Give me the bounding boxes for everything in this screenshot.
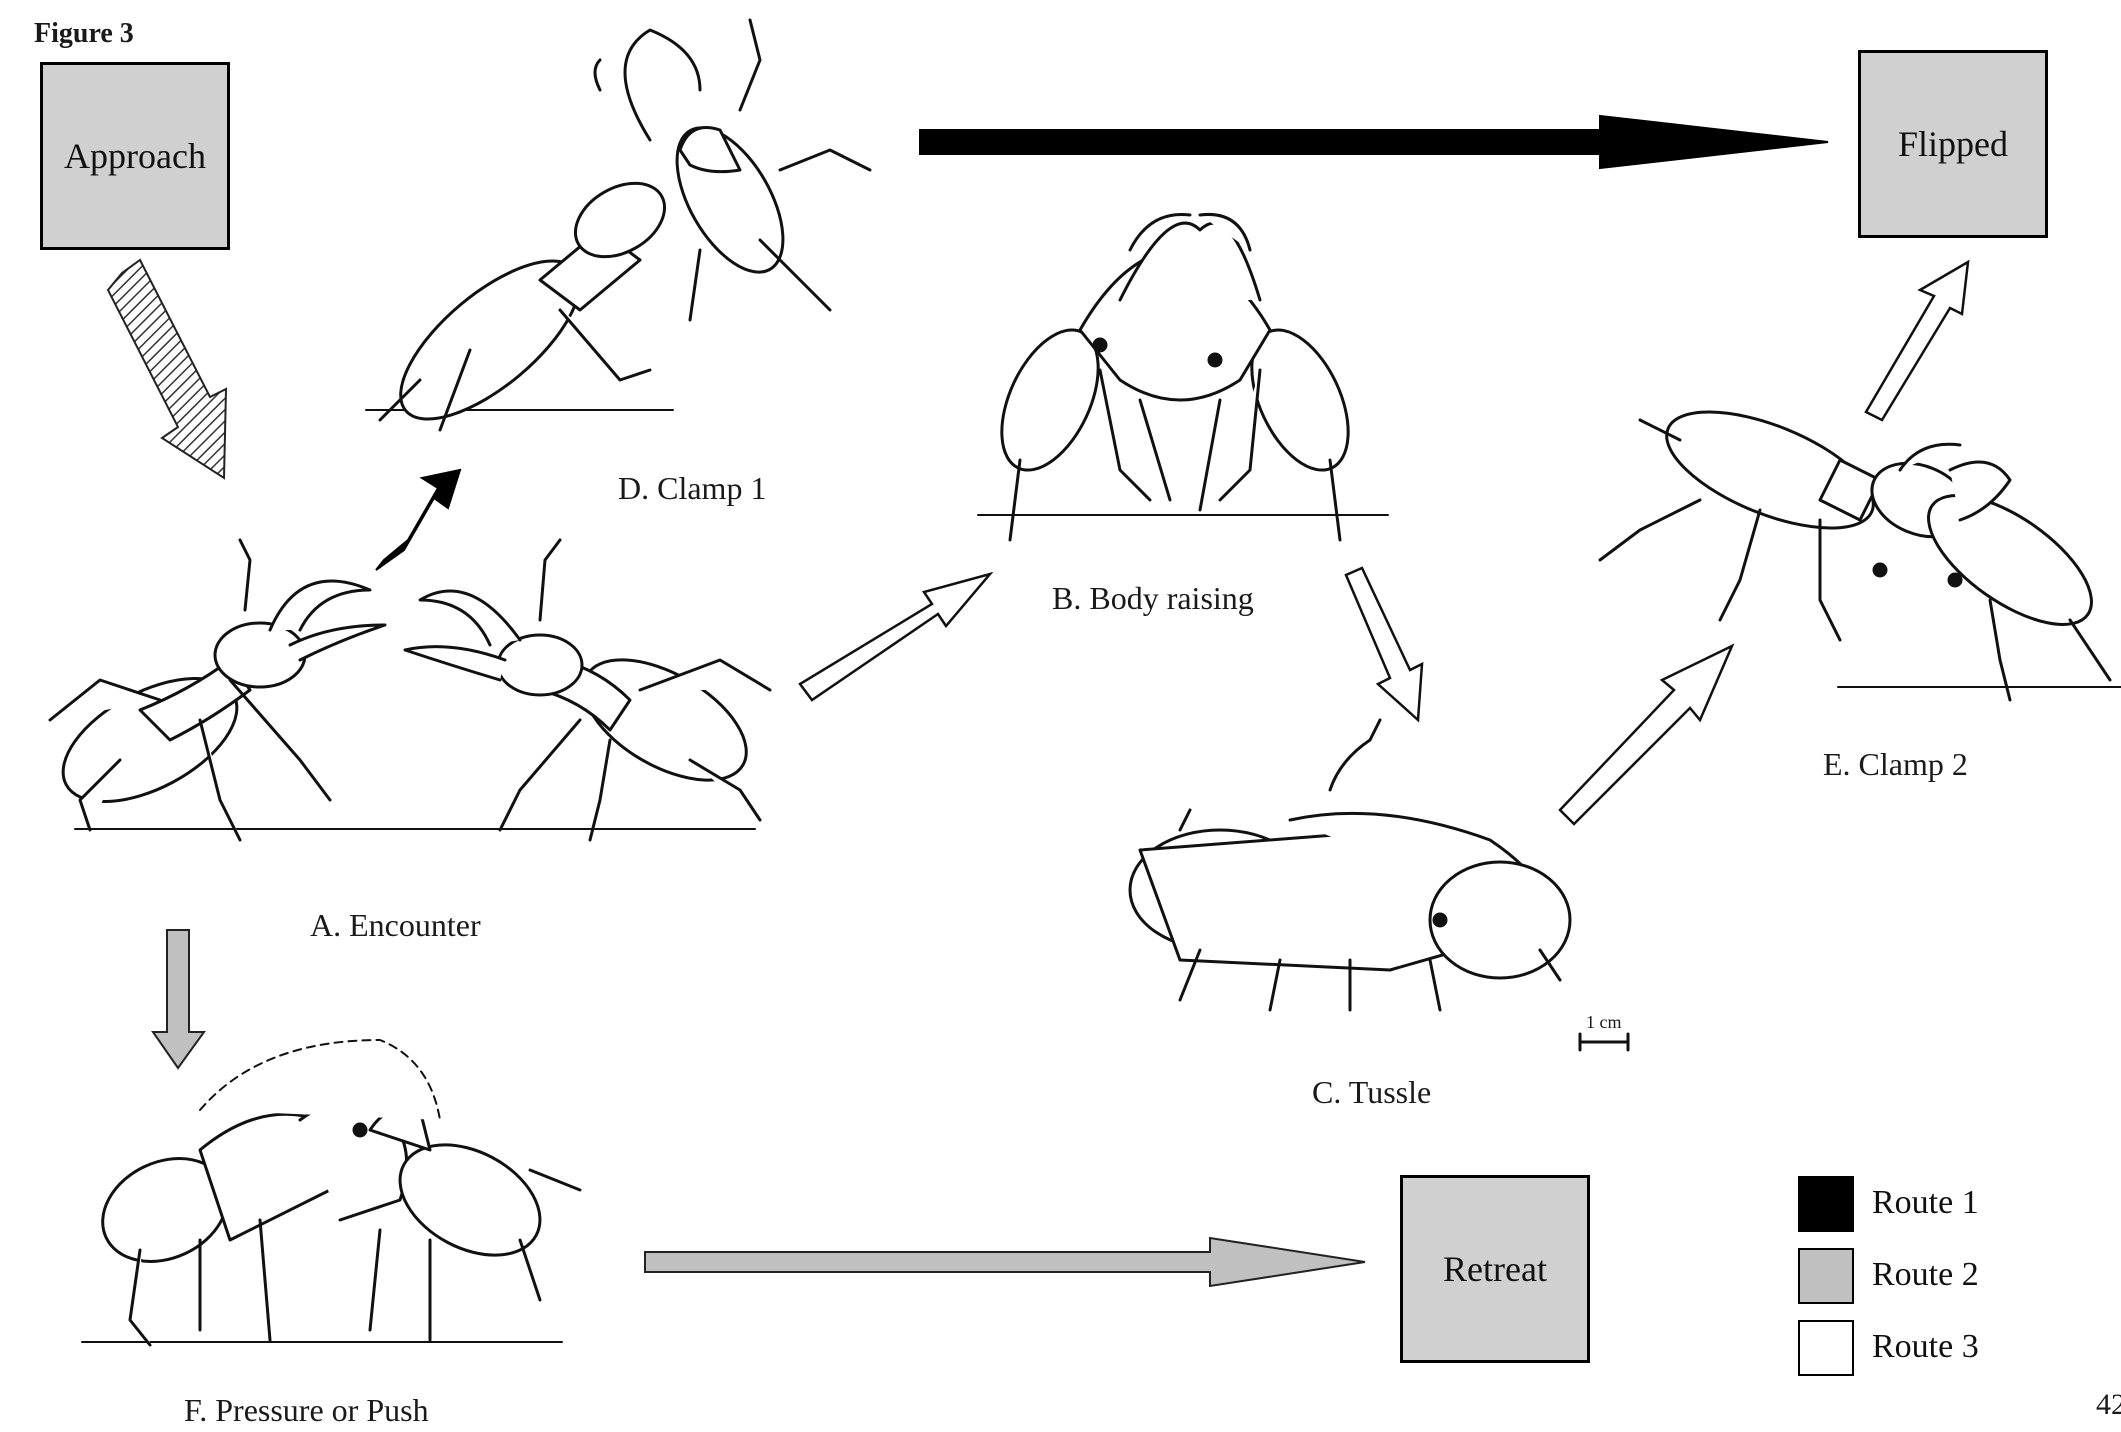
stage-label-clamp2: E. Clamp 2 (1823, 746, 1968, 783)
beetle-illustration-pressure (82, 1040, 580, 1345)
legend-label-route2: Route 2 (1872, 1256, 1979, 1294)
beetle-illustration-clamp1 (366, 20, 870, 446)
route2-arrow-pressure-to-retreat (645, 1238, 1365, 1286)
page-number: 42 (2096, 1388, 2121, 1422)
beetle-illustration-clamp2 (1600, 388, 2121, 700)
route2-arrow-encounter-to-pressure (153, 930, 204, 1068)
legend-label-route1: Route 1 (1872, 1184, 1979, 1222)
figure-label: Figure 3 (34, 18, 134, 50)
approach-box: Approach (40, 62, 230, 250)
legend-swatch-route2 (1798, 1248, 1854, 1304)
route3-arrow-tussle-to-clamp2 (1560, 646, 1732, 824)
arrow-approach-to-encounter (108, 260, 226, 478)
beetle-illustration-tussle (1130, 720, 1570, 1010)
route3-arrow-clamp2-to-flipped (1866, 262, 1968, 420)
route3-arrow-body-raising-to-tussle (1346, 568, 1422, 720)
stage-label-tussle: C. Tussle (1312, 1074, 1431, 1111)
stage-label-clamp1: D. Clamp 1 (618, 470, 766, 507)
approach-box-label: Approach (64, 135, 206, 177)
retreat-box: Retreat (1400, 1175, 1590, 1363)
flipped-box-label: Flipped (1898, 123, 2008, 165)
legend-swatch-route1 (1798, 1176, 1854, 1232)
route1-arrow-encounter-to-clamp1 (376, 470, 460, 570)
retreat-box-label: Retreat (1443, 1248, 1547, 1290)
beetle-illustration-body-raising (978, 214, 1388, 540)
route1-arrow-clamp1-to-flipped (920, 116, 1828, 168)
legend-swatch-route3 (1798, 1320, 1854, 1376)
stage-label-encounter: A. Encounter (310, 907, 481, 944)
stage-label-pressure: F. Pressure or Push (184, 1392, 429, 1429)
flipped-box: Flipped (1858, 50, 2048, 238)
scale-bar-label: 1 cm (1586, 1012, 1622, 1033)
scale-bar (1580, 1034, 1628, 1050)
stage-label-body-raising: B. Body raising (1052, 580, 1254, 617)
legend-label-route3: Route 3 (1872, 1328, 1979, 1366)
beetle-illustration-encounter (44, 540, 770, 840)
route3-arrow-encounter-to-body-raising (800, 574, 990, 700)
